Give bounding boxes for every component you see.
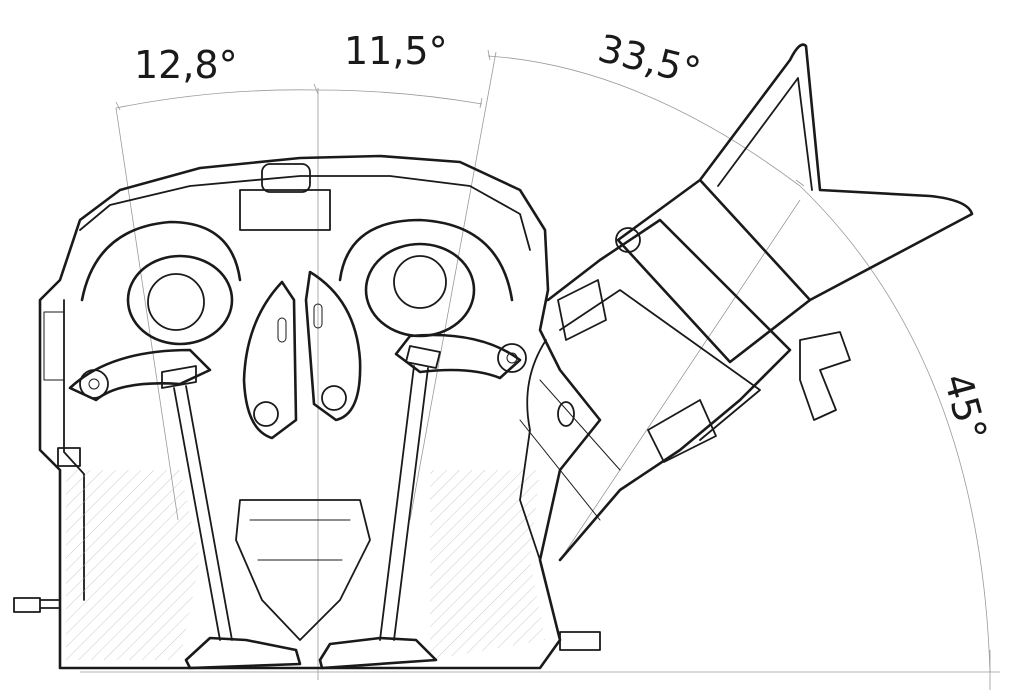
port-lower-wall bbox=[519, 339, 547, 561]
intake-cam-carrier-arch bbox=[80, 220, 242, 302]
valves bbox=[161, 345, 441, 670]
left-boss bbox=[43, 311, 65, 381]
throttle-pivot bbox=[615, 227, 641, 253]
exhaust-rocker-pivot bbox=[497, 343, 527, 373]
intake-rocker-pin bbox=[88, 378, 100, 390]
throttle-body bbox=[616, 178, 812, 364]
intake-lever-pivot bbox=[253, 401, 279, 427]
head-body bbox=[13, 154, 602, 670]
exhaust-valve-stem bbox=[379, 365, 429, 641]
intake-cam-base bbox=[147, 273, 205, 331]
exhaust-valve-axis bbox=[409, 51, 497, 521]
port-guide-lines bbox=[519, 379, 621, 521]
right-casting-hatch bbox=[430, 470, 545, 660]
angle-label-45: 45° bbox=[935, 369, 995, 445]
intake-valve-head bbox=[184, 636, 302, 670]
left-stud-mid bbox=[57, 447, 81, 467]
intake-valve-axis bbox=[115, 107, 179, 521]
angle-labels: 12,8° 11,5° 33,5° 45° bbox=[134, 26, 995, 445]
exhaust-cam-base bbox=[393, 255, 447, 309]
intake-assembly bbox=[519, 43, 974, 562]
exhaust-cam-carrier-arch bbox=[338, 218, 514, 302]
head-outline bbox=[38, 154, 602, 670]
angle-label-12-8: 12,8° bbox=[134, 43, 238, 87]
exhaust-lever-slot bbox=[313, 303, 323, 329]
intake-manifold bbox=[546, 218, 792, 562]
manifold-flange-upper bbox=[557, 279, 607, 341]
spark-plug-cap bbox=[261, 163, 311, 193]
angle-guides bbox=[80, 49, 1000, 690]
intake-camshaft bbox=[126, 254, 234, 346]
intake-lever-slot bbox=[277, 317, 287, 343]
intake-rocker-arm bbox=[68, 348, 212, 402]
exhaust-valve-head bbox=[318, 636, 438, 670]
angle-label-11-5: 11,5° bbox=[344, 29, 448, 73]
velocity-stack bbox=[698, 43, 974, 302]
intake-closing-lever bbox=[242, 280, 298, 440]
manifold-inner-wall bbox=[559, 289, 761, 441]
exhaust-valve-collet bbox=[405, 345, 441, 369]
exhaust-rocker-arm bbox=[394, 333, 522, 380]
injector-hole bbox=[557, 401, 575, 427]
valvetrain bbox=[68, 218, 527, 440]
chamber-detail-lines bbox=[249, 519, 351, 561]
velocity-stack-inner bbox=[717, 77, 813, 191]
exhaust-rocker-pin bbox=[506, 352, 518, 364]
arc-12-8 bbox=[115, 89, 319, 109]
angle-label-33-5: 33,5° bbox=[594, 26, 705, 94]
right-stud-low bbox=[559, 631, 601, 651]
left-casting-hatch bbox=[66, 470, 200, 660]
cam-cover-inner bbox=[79, 175, 531, 251]
intake-valve-stem bbox=[173, 385, 233, 641]
port-axis bbox=[559, 199, 801, 561]
intake-rocker-pivot bbox=[79, 369, 109, 399]
arc-ticks bbox=[115, 49, 805, 187]
arc-45 bbox=[799, 185, 991, 673]
exhaust-lever-pivot bbox=[321, 385, 347, 411]
manifold-flange-lower bbox=[647, 399, 717, 463]
arc-33-5 bbox=[487, 55, 801, 187]
exhaust-closing-lever bbox=[304, 270, 362, 422]
left-stud-low bbox=[13, 597, 61, 613]
combustion-chamber-bridge bbox=[235, 499, 371, 641]
arc-11-5 bbox=[317, 89, 483, 105]
exhaust-camshaft bbox=[364, 242, 476, 338]
intake-valve-collet bbox=[161, 365, 197, 389]
spark-plug-boss bbox=[239, 189, 331, 231]
throttle-linkage bbox=[799, 331, 851, 421]
